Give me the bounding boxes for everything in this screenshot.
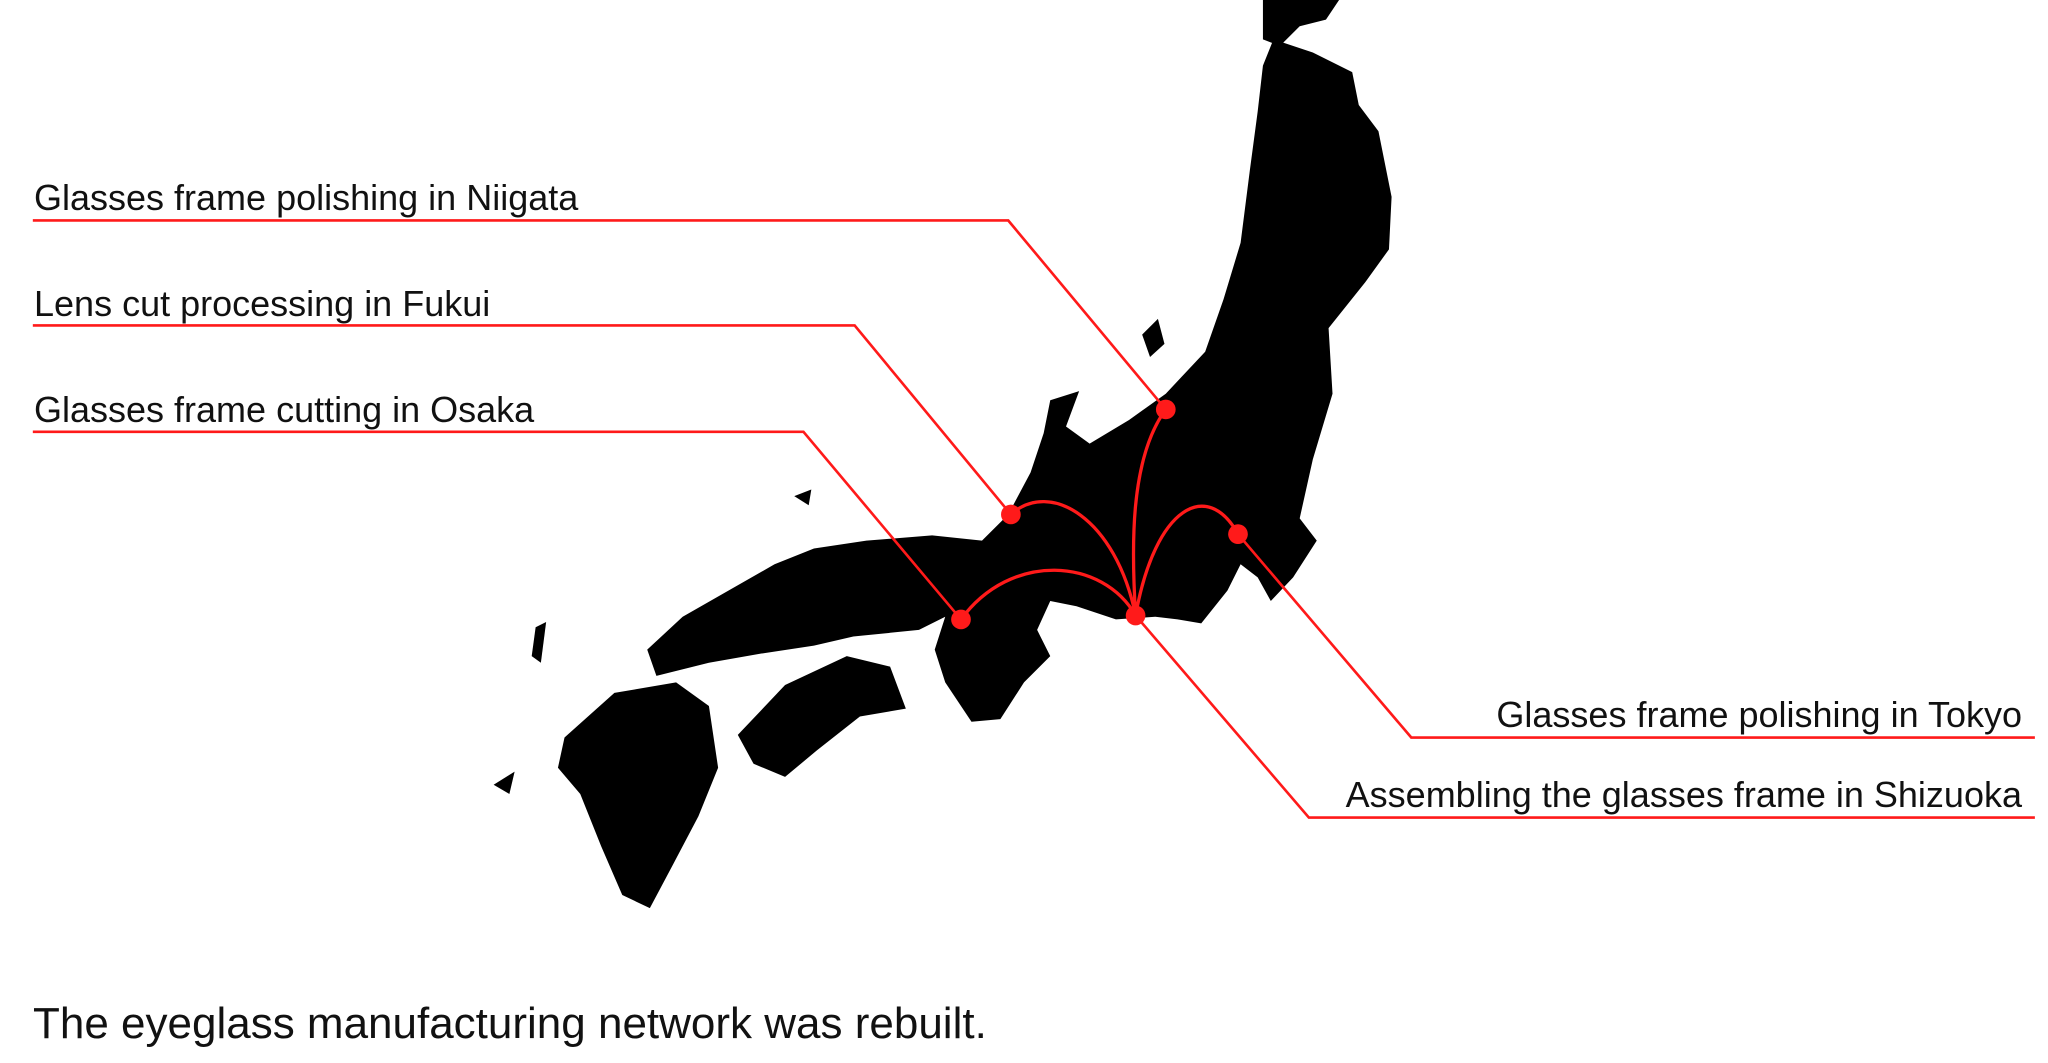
oki-island [794,489,812,506]
hokkaido-tip [1262,0,1340,46]
network-arcs [959,408,1240,621]
shikoku [737,656,906,777]
arc-niigata-shizuoka [1131,408,1168,616]
tsushima-island [531,622,547,663]
marker-tokyo [1228,524,1248,544]
location-markers [951,399,1248,630]
leader-lines [32,219,2035,819]
leader-line-osaka [32,430,962,621]
caption: The eyeglass manufacturing network was r… [33,999,987,1048]
japan-landmass [493,0,1392,909]
leader-line-shizuoka [1134,614,2035,819]
label-shizuoka: Assembling the glasses frame in Shizuoka [1345,774,2022,815]
arc-osaka-shizuoka [959,568,1138,621]
kyushu [557,682,719,909]
goto-islands [493,771,515,794]
leader-line-niigata [32,219,1167,411]
leader-line-fukui [32,324,1012,516]
leader-line-tokyo [1236,533,2035,739]
marker-niigata [1155,399,1176,420]
label-niigata: Glasses frame polishing in Niigata [34,177,579,218]
sado-island [1142,318,1165,357]
arc-fukui-shizuoka [1009,499,1138,616]
marker-osaka [951,609,971,630]
label-tokyo: Glasses frame polishing in Tokyo [1496,694,2022,735]
marker-shizuoka [1125,605,1146,626]
label-osaka: Glasses frame cutting in Osaka [34,389,535,430]
marker-fukui [1001,504,1021,525]
arc-tokyo-shizuoka [1133,504,1240,616]
honshu [647,39,1392,722]
label-fukui: Lens cut processing in Fukui [34,283,491,324]
